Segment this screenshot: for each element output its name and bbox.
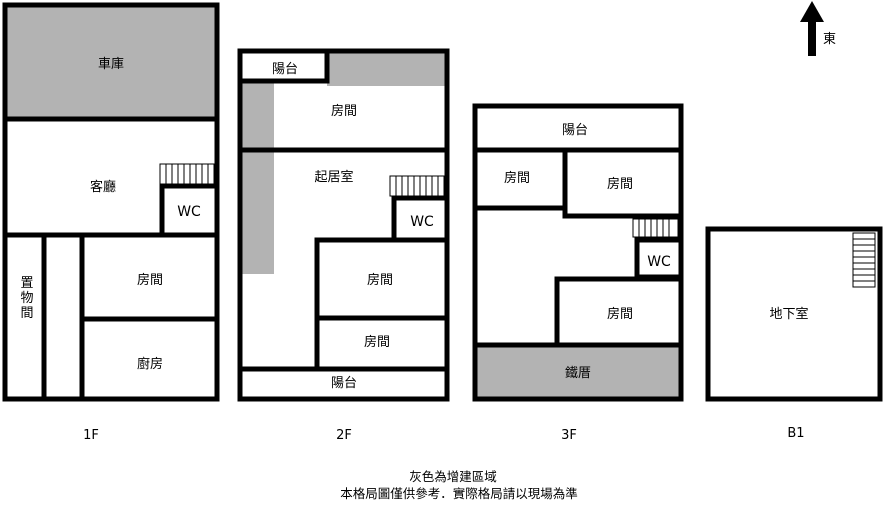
room-label-balcony-bottom: 陽台: [331, 376, 357, 391]
room-label-bedroom: 房間: [137, 272, 163, 288]
room-label-wc: WC: [410, 214, 434, 230]
floor-2f: 陽台 房間 起居室 WC 房間 房間 陽台 2F: [237, 48, 450, 443]
staircase-2f: [389, 175, 445, 197]
floor-label-3f: 3F: [561, 428, 577, 443]
bedroom-right-walls: [562, 208, 681, 219]
garage-addition-area: [5, 5, 217, 119]
floor-label-b1: B1: [787, 426, 804, 441]
iron-shed-addition-area: [475, 345, 681, 399]
room-label-kitchen: 廚房: [137, 356, 163, 372]
note-disclaimer: 本格局圖僅供參考．實際格局請以現場為準: [340, 486, 578, 501]
room-label-garage: 車庫: [98, 57, 124, 72]
floor-label-2f: 2F: [336, 428, 352, 443]
room-label-bedroom-top: 房間: [331, 103, 357, 119]
room-label-balcony-top: 陽台: [272, 62, 298, 77]
room-label-wc: WC: [647, 254, 671, 270]
staircase-1f: [159, 163, 215, 185]
note-addition-legend: 灰色為增建區域: [409, 469, 497, 484]
floor-1f: 車庫 客廳 WC 房間 廚房 置物間 1F: [2, 2, 220, 443]
addition-area-2f-left: [240, 53, 274, 274]
room-label-bedroom-right: 房間: [607, 176, 633, 192]
room-label-bedroom-low: 房間: [364, 334, 390, 350]
arrow-up-icon: [800, 1, 824, 56]
staircase-3f: [632, 218, 679, 238]
floor-3f: 陽台 房間 房間 WC 房間 鐵厝 3F: [472, 103, 684, 443]
room-label-balcony: 陽台: [562, 123, 588, 138]
room-label-living-room: 客廳: [90, 179, 116, 195]
bedroom-low-walls: [554, 276, 681, 345]
floor-b1: 地下室 B1: [705, 226, 883, 441]
balcony-top-fill: [240, 53, 327, 81]
room-label-bedroom-mid: 房間: [367, 272, 393, 288]
room-label-iron-shed: 鐵厝: [565, 365, 591, 381]
compass-direction-label: 東: [823, 31, 836, 47]
wc-1f-walls: [159, 183, 220, 238]
room-label-living-room: 起居室: [314, 169, 353, 185]
staircase-b1: [852, 232, 876, 288]
room-label-storage: 置物間: [18, 276, 34, 321]
room-label-bedroom-left: 房間: [504, 170, 530, 186]
floor-label-1f: 1F: [83, 428, 99, 443]
addition-area-2f-top: [327, 53, 447, 86]
room-label-bedroom-low: 房間: [607, 306, 633, 322]
bedroom-mid-walls: [314, 237, 447, 369]
room-label-wc: WC: [177, 204, 201, 220]
balcony-top-walls: [237, 48, 330, 84]
room-label-basement: 地下室: [769, 306, 808, 322]
floor-b1-outline: [705, 226, 883, 402]
compass: 東: [800, 1, 836, 56]
